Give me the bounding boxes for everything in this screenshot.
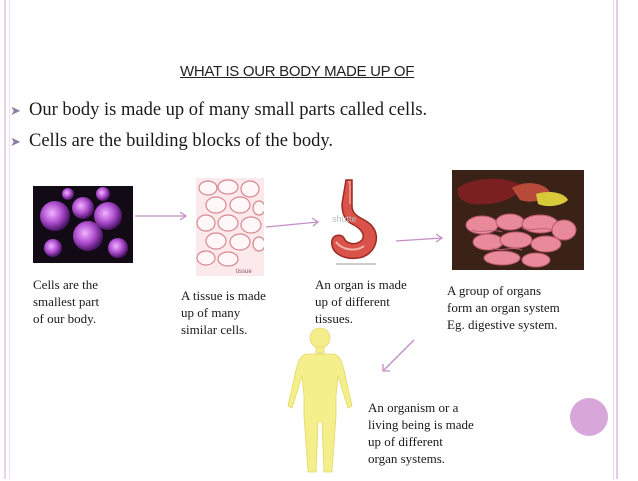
tissue-image-label: tissue [236, 269, 252, 275]
caption-cells: Cells are the smallest part of our body. [33, 276, 99, 327]
caption-line: A group of organs [447, 283, 542, 298]
caption-line: An organism or a [368, 400, 459, 415]
caption-line: tissues. [315, 311, 353, 326]
arrow-tissue-to-organ [265, 221, 319, 228]
caption-line: of our body. [33, 311, 97, 326]
caption-line: An organ is made [315, 277, 407, 292]
arrow-system-to-organism [382, 339, 415, 372]
bullet-text: Our body is made up of many small parts … [29, 100, 428, 120]
bullet-arrow-icon: ➤ [10, 134, 21, 149]
caption-line: Eg. digestive system. [447, 317, 558, 332]
right-border-line [613, 0, 614, 479]
bullet-arrow-icon: ➤ [10, 103, 21, 118]
left-border-line [4, 0, 6, 479]
caption-line: smallest part [33, 294, 100, 309]
caption-line: up of different [368, 434, 443, 449]
caption-tissue: A tissue is made up of many similar cell… [181, 287, 266, 338]
caption-line: living being is made [368, 417, 474, 432]
caption-line: organ systems. [368, 451, 446, 466]
decorative-circle [570, 398, 608, 436]
caption-line: up of different [315, 294, 390, 309]
caption-line: A tissue is made [181, 288, 266, 303]
caption-line: up of many [181, 305, 241, 320]
stomach-watermark: shutte [332, 214, 357, 224]
left-border-line [9, 0, 10, 479]
stomach-image: shutte [322, 178, 392, 268]
slide-title: WHAT IS OUR BODY MADE UP OF [180, 63, 415, 80]
caption-organism: An organism or a living being is made up… [368, 399, 474, 467]
caption-organ: An organ is made up of different tissues… [315, 276, 407, 327]
arrow-organ-to-system [395, 237, 443, 242]
caption-line: similar cells. [181, 322, 248, 337]
caption-organ-system: A group of organs form an organ system E… [447, 282, 560, 333]
right-border [608, 0, 638, 479]
tissue-image: tissue [196, 178, 264, 276]
human-figure-image [282, 326, 358, 476]
bullet-text: Cells are the building blocks of the bod… [29, 131, 333, 151]
bullet-item: ➤ Our body is made up of many small parts… [10, 100, 427, 121]
right-border-line [616, 0, 618, 479]
cells-image [33, 186, 133, 263]
bullet-item: ➤ Cells are the building blocks of the bo… [10, 131, 333, 152]
left-border [0, 0, 12, 479]
caption-line: Cells are the [33, 277, 98, 292]
caption-line: form an organ system [447, 300, 560, 315]
digestive-system-image [452, 170, 584, 270]
